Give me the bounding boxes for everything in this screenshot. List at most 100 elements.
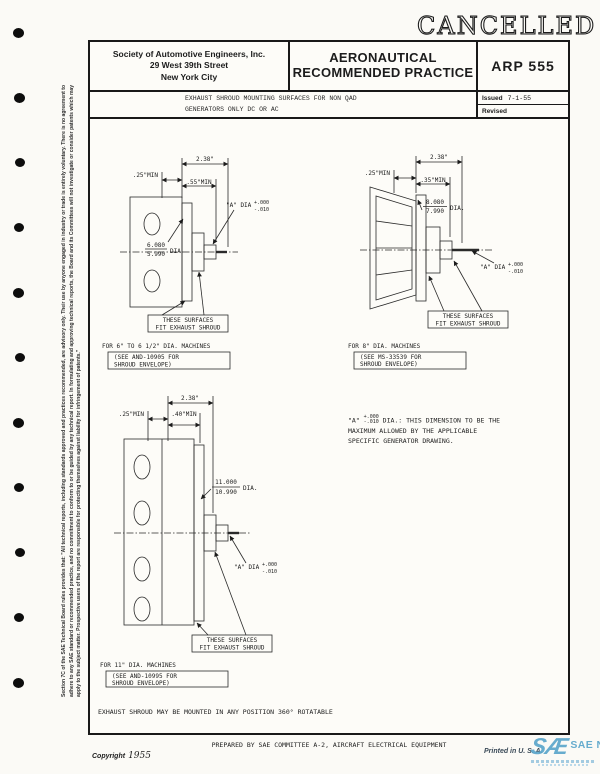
dim-right-min-label: .55"MIN [186, 179, 212, 186]
caption-line3: SHROUD ENVELOPE) [114, 362, 172, 369]
binding-hole-dot [15, 548, 25, 557]
binding-hole-dot [15, 158, 25, 167]
shaft-dia-label: "A" DIA [226, 202, 252, 209]
dim-right-min-label: .35"MIN [420, 177, 446, 184]
drawing-8in-machine: 2.38" .25"MIN .35"MIN 8.080 7.990 DIA. "… [348, 154, 523, 370]
leader-lines [107, 209, 235, 370]
surfaces-note-line1: THESE SURFACES [443, 313, 494, 320]
document-frame: Society of Automotive Engineers, Inc. 29… [88, 40, 570, 735]
binding-hole-dot [15, 353, 25, 362]
cancelled-stamp: CANCELLED [416, 11, 597, 40]
surfaces-note-line2: FIT EXHAUST SHROUD [199, 645, 264, 652]
note-tolerance-stack: +.000-.010 [363, 414, 379, 426]
dimension-lines [161, 158, 229, 247]
doc-type-line1: AERONAUTICAL [329, 50, 437, 66]
drawing-area: 2.38" .25"MIN .55"MIN 6.080 5.990 DIA "A… [90, 119, 568, 733]
revised-label: Revised [482, 107, 507, 115]
binding-hole-dot [14, 613, 24, 622]
dim-depth-label: 2.38" [196, 156, 214, 163]
surfaces-note-line1: THESE SURFACES [207, 637, 258, 644]
shaft-tol-minus: -.010 [508, 269, 523, 275]
shaft-tol-plus: +.000 [254, 200, 269, 206]
caption-line2: (SEE AND-10905 FOR [114, 354, 179, 361]
dim-depth-label: 2.38" [181, 395, 199, 402]
copyright-year: 1955 [128, 751, 151, 761]
drawing-labels: 2.38" .25"MIN .40"MIN 11.000 10.990 DIA.… [100, 395, 277, 687]
issued-label: Issued [482, 94, 503, 102]
doc-title: EXHAUST SHROUD MOUNTING SURFACES FOR NON… [90, 92, 478, 117]
caption-line2: (SEE MS-33539 FOR [360, 354, 422, 361]
caption-line1: FOR 6" TO 6 1/2" DIA. MACHINES [102, 343, 211, 350]
pilot-dia-lower: 7.990 [426, 208, 444, 215]
publisher-city: New York City [160, 71, 218, 82]
dim-left-min-label: .25"MIN [365, 170, 391, 177]
surfaces-note-line2: FIT EXHAUST SHROUD [155, 325, 220, 332]
surfaces-note-line1: THESE SURFACES [163, 317, 214, 324]
binding-hole-dot [14, 93, 25, 103]
binding-hole-dot [13, 678, 24, 688]
binding-hole-dot [13, 418, 24, 428]
pilot-dia-lower: 5.990 [147, 251, 165, 258]
header-row: Society of Automotive Engineers, Inc. 29… [90, 42, 568, 92]
note-line2: MAXIMUM ALLOWED BY THE APPLICABLE [348, 426, 478, 435]
shaft-tol-minus: -.010 [254, 207, 269, 213]
note-line1: "A" +.000-.010 DIA.: THIS DIMENSION TO B… [348, 414, 501, 426]
publisher-name: Society of Automotive Engineers, Inc. [112, 48, 266, 59]
copyright-label: Copyright [92, 753, 126, 760]
shaft-dia-label: "A" DIA [234, 564, 260, 571]
pilot-dia-suffix: DIA. [243, 485, 257, 492]
dim-left-min-label: .25"MIN [133, 172, 159, 179]
watermark-fineprint-line2 [538, 764, 588, 766]
pilot-dia-suffix: DIA [170, 248, 181, 255]
pilot-dia-lower: 10.990 [215, 489, 237, 496]
doc-title-line1: EXHAUST SHROUD MOUNTING SURFACES FOR NON… [185, 95, 357, 103]
dim-right-min-label: .40"MIN [171, 411, 197, 418]
pilot-dia-suffix: DIA. [450, 205, 464, 212]
shaft-tol-plus: +.000 [262, 562, 277, 568]
issued-row: Issued 7-1-55 [478, 92, 568, 104]
pilot-dia-upper: 11.000 [215, 479, 237, 486]
sae-norm-watermark: SÆ SAE NORM [529, 733, 600, 766]
drawing-labels: 2.38" .25"MIN .55"MIN 6.080 5.990 DIA "A… [102, 156, 269, 369]
shaft-dia-label: "A" DIA [480, 264, 506, 271]
title-row: EXHAUST SHROUD MOUNTING SURFACES FOR NON… [90, 92, 568, 119]
publisher-street: 29 West 39th Street [149, 60, 229, 71]
binding-hole-dot [14, 223, 24, 232]
sae-norm-logo-row: SÆ SAE NORM [529, 733, 600, 759]
side-disclaimer-text: Section 7C of the SAE Technical Board ru… [61, 85, 82, 697]
publisher-block: Society of Automotive Engineers, Inc. 29… [90, 42, 290, 90]
revised-row: Revised [478, 104, 568, 117]
caption-line1: FOR 8" DIA. MACHINES [348, 343, 421, 350]
sae-logo-icon: SÆ [529, 733, 570, 759]
leader-lines [353, 199, 509, 370]
shaft-tol-minus: -.010 [262, 569, 277, 575]
doc-type-line2: RECOMMENDED PRACTICE [292, 65, 474, 80]
dimension-a-note: "A" +.000-.010 DIA.: THIS DIMENSION TO B… [348, 414, 573, 446]
doc-type-block: AERONAUTICAL RECOMMENDED PRACTICE [290, 42, 478, 90]
rotation-note: EXHAUST SHROUD MAY BE MOUNTED IN ANY POS… [98, 708, 333, 716]
doc-number: ARP 555 [491, 58, 555, 74]
printed-in-usa-note: Printed in U. S. A. [484, 748, 543, 755]
binding-hole-dot [13, 28, 24, 38]
generator-body-section [120, 196, 238, 308]
sae-norm-wordmark: SAE NORM [570, 739, 600, 751]
dimension-lines [147, 396, 214, 513]
caption-line2: (SEE AND-10995 FOR [112, 673, 177, 680]
issued-date: 7-1-55 [507, 94, 531, 102]
doc-title-line2: GENERATORS ONLY DC OR AC [185, 105, 279, 113]
prepared-by-note: PREPARED BY SAE COMMITTEE A-2, AIRCRAFT … [211, 741, 447, 749]
dimension-lines [393, 156, 463, 243]
drawing-6in-machine: 2.38" .25"MIN .55"MIN 6.080 5.990 DIA "A… [102, 156, 269, 370]
leader-lines [105, 486, 273, 688]
drawing-11in-machine: 2.38" .25"MIN .40"MIN 11.000 10.990 DIA.… [100, 395, 277, 688]
watermark-fineprint-line [531, 760, 595, 763]
caption-line3: SHROUD ENVELOPE) [360, 361, 418, 368]
drawing-labels: 2.38" .25"MIN .35"MIN 8.080 7.990 DIA. "… [348, 154, 523, 368]
binding-hole-dot [14, 483, 24, 492]
binding-hole-dot [13, 288, 24, 298]
issue-dates-block: Issued 7-1-55 Revised [478, 92, 568, 117]
caption-line3: SHROUD ENVELOPE) [112, 680, 170, 687]
pilot-dia-upper: 8.080 [426, 199, 444, 206]
